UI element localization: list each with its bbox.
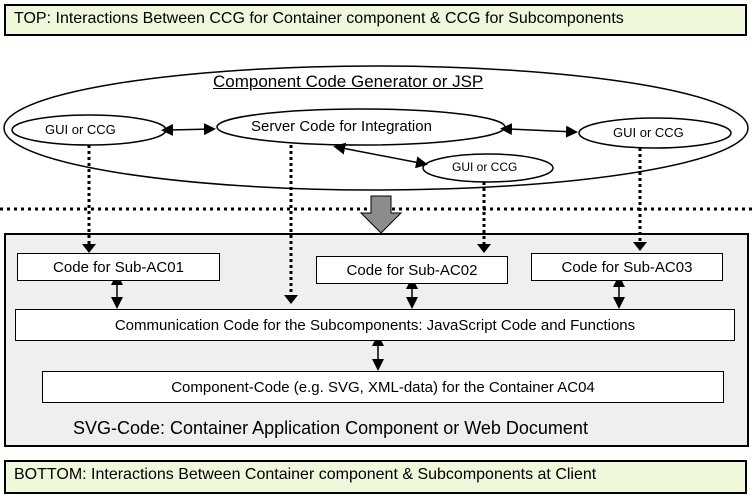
gui-right-label: GUI or CCG — [613, 125, 684, 140]
integration-label: Server Code for Integration — [251, 118, 432, 135]
communication-code-box: Communication Code for the Subcomponents… — [15, 309, 735, 341]
server-title: Component Code Generator or JSP — [213, 72, 484, 91]
sub-ac01-box: Code for Sub-AC01 — [17, 253, 220, 281]
sub-ac02-box: Code for Sub-AC02 — [316, 256, 508, 284]
gui-right-ellipse — [578, 117, 732, 149]
arrowhead-sub3 — [633, 242, 647, 251]
client-caption: SVG-Code: Container Application Componen… — [73, 418, 588, 438]
arrow-integration-right — [500, 123, 578, 138]
arrowhead-comm — [284, 295, 298, 304]
arrowhead-sub1 — [82, 244, 96, 253]
container-code-box: Component-Code (e.g. SVG, XML-data) for … — [42, 371, 724, 403]
gui-mid-label: GUI or CCG — [452, 160, 518, 174]
big-down-arrow — [359, 195, 403, 234]
top-banner: TOP: Interactions Between CCG for Contai… — [4, 4, 747, 36]
arrow-left-integration — [161, 123, 216, 136]
gui-left-label: GUI or CCG — [45, 122, 116, 137]
arrow-integration-mid — [333, 142, 428, 169]
arrowhead-sub2 — [477, 244, 491, 253]
sub-ac03-box: Code for Sub-AC03 — [531, 253, 723, 281]
bottom-banner: BOTTOM: Interactions Between Container c… — [4, 460, 747, 494]
